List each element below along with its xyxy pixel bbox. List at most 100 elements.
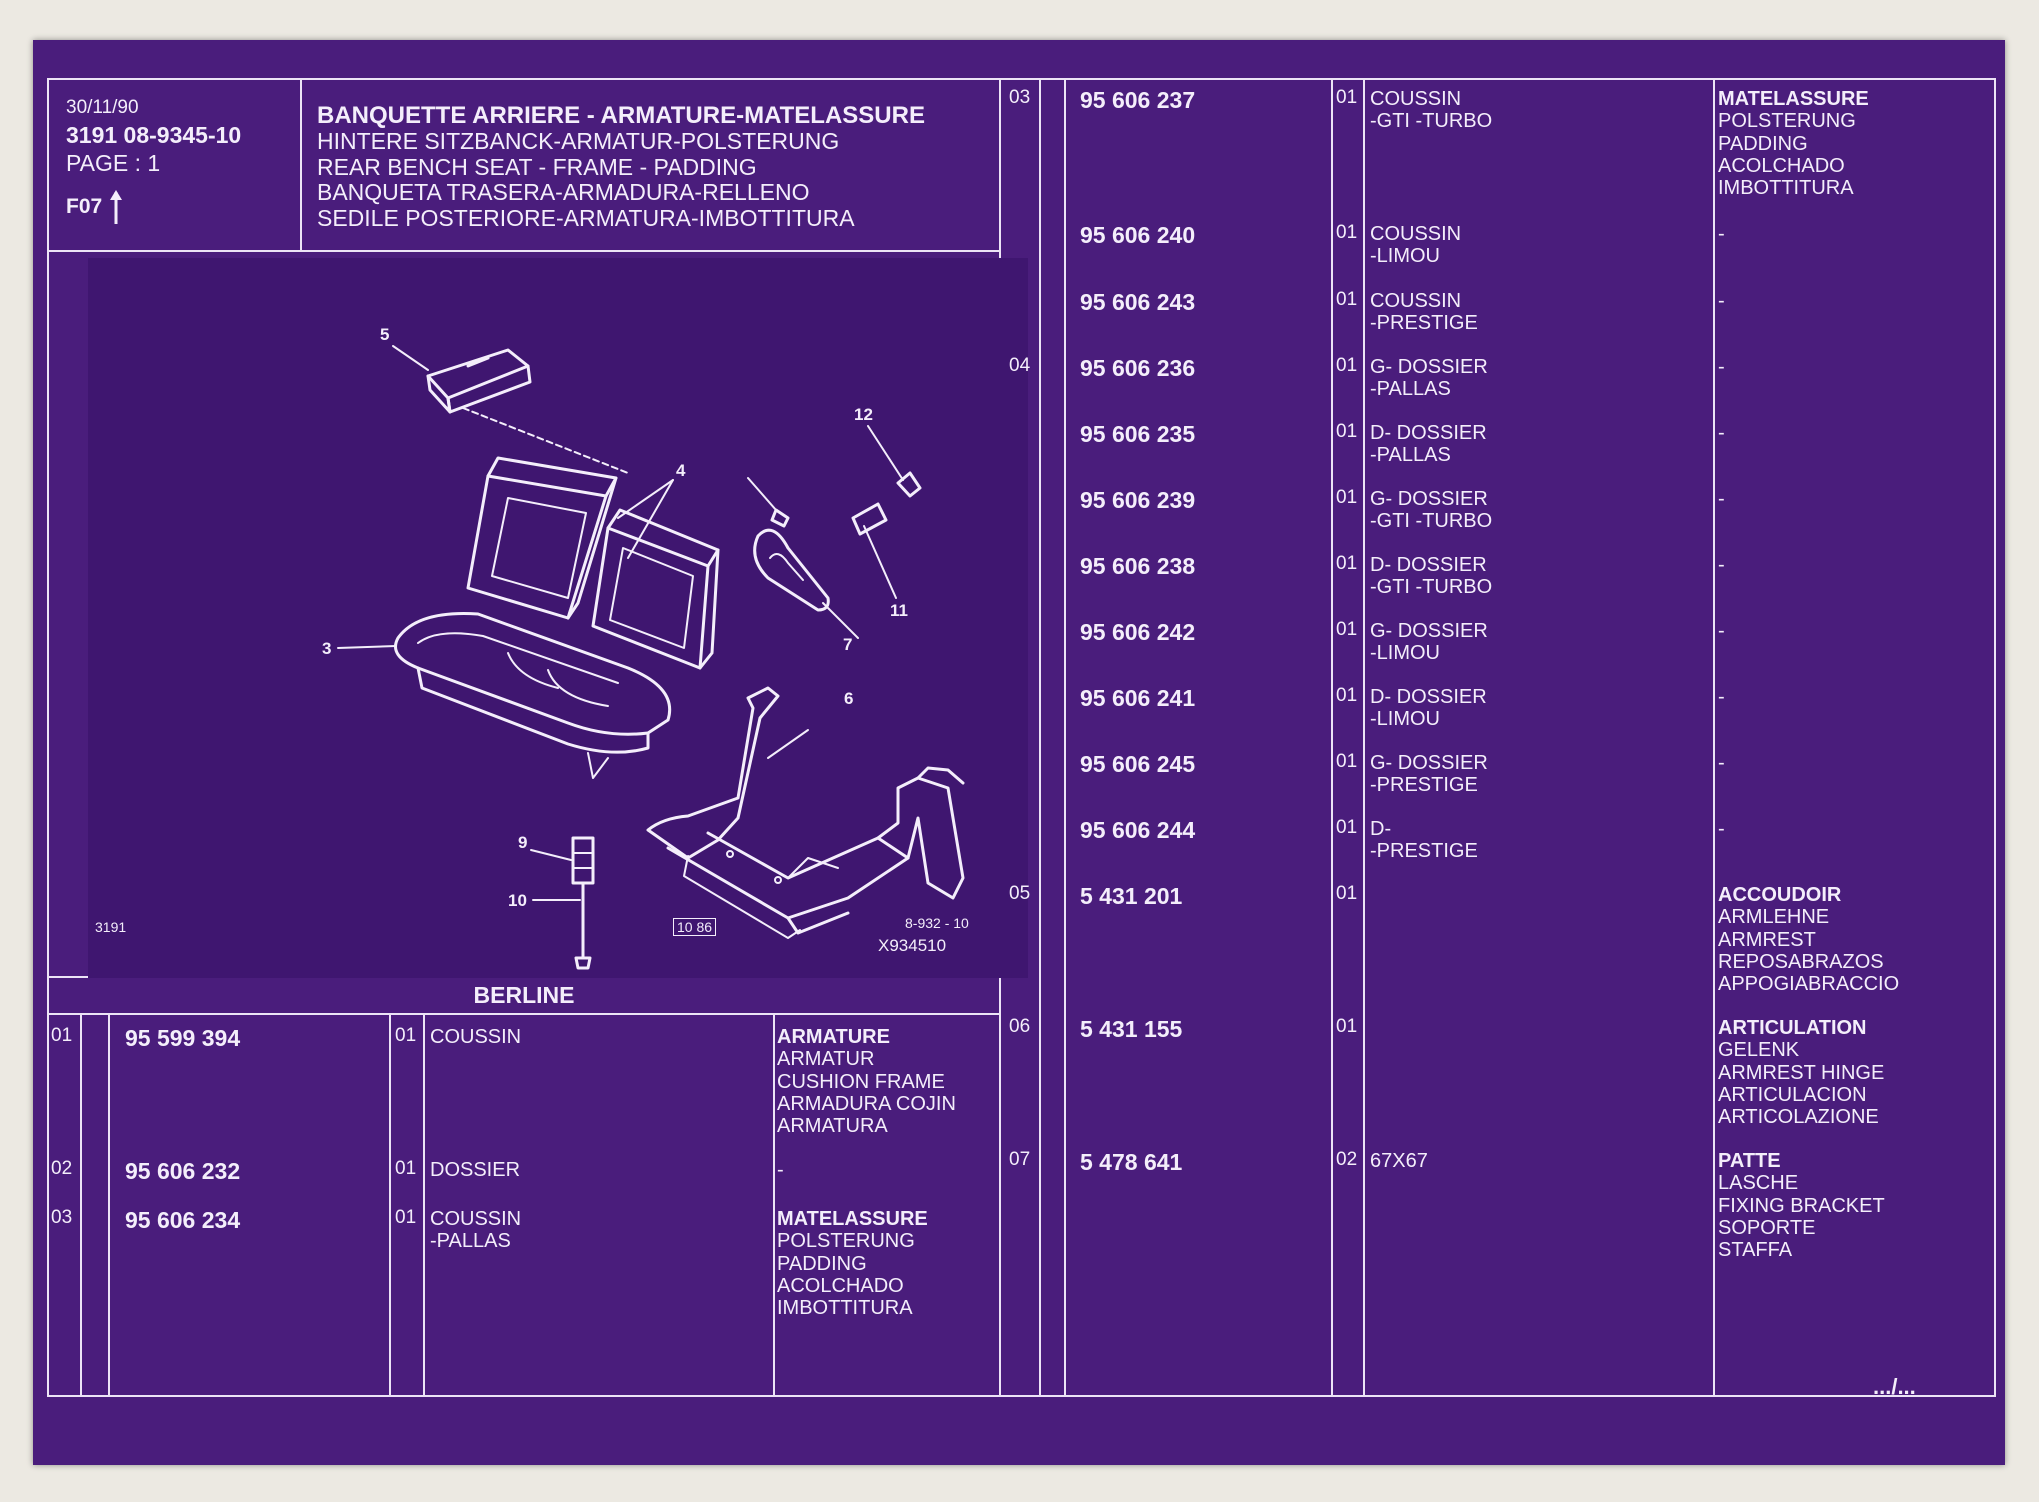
- header-divider: [300, 78, 302, 250]
- description-line: D- DOSSIER: [1370, 422, 1487, 444]
- designation-title: MATELASSURE: [1718, 88, 1869, 110]
- designation-translation: ARTICULACION: [1718, 1083, 1867, 1106]
- designation-translation: -: [777, 1159, 784, 1181]
- description-line: COUSSIN: [430, 1208, 522, 1230]
- row-ref: 01: [51, 1025, 73, 1046]
- designation-translation: -: [1718, 818, 1725, 840]
- designation-translation: -: [1718, 554, 1725, 576]
- frame-bottom: [47, 1395, 1996, 1397]
- callout-11: 11: [890, 601, 908, 620]
- description-line: -LIMOU: [1370, 642, 1440, 665]
- designation-translation: IMBOTTITURA: [777, 1297, 913, 1320]
- right-backrest-part: [591, 508, 720, 670]
- title-en: REAR BENCH SEAT - FRAME - PADDING: [317, 154, 757, 180]
- quantity: 01: [1336, 1016, 1358, 1037]
- page-number: PAGE : 1: [66, 150, 161, 176]
- designation-translation: ARMREST: [1718, 928, 1816, 951]
- col-rule: [1713, 78, 1715, 1397]
- quantity: 01: [1336, 553, 1358, 574]
- designation-translation: SOPORTE: [1718, 1216, 1816, 1239]
- part-number: 95 606 235: [1080, 421, 1196, 447]
- designation-translation: POLSTERUNG: [777, 1230, 915, 1253]
- callout-7: 7: [843, 635, 852, 654]
- callout-12: 12: [854, 405, 873, 424]
- row-ref: 02: [51, 1158, 73, 1179]
- designation-translation: ARMLEHNE: [1718, 906, 1830, 929]
- part-number: 95 606 240: [1080, 222, 1196, 248]
- designation-translation: -: [1718, 488, 1725, 510]
- description-line: D-: [1370, 818, 1392, 840]
- part-number: 5 478 641: [1080, 1149, 1183, 1175]
- description-line: G- DOSSIER: [1370, 356, 1488, 378]
- figure-left-code: 3191: [95, 919, 127, 935]
- figure-date-code: 10 86: [673, 918, 717, 936]
- section-label: BERLINE: [473, 982, 575, 1008]
- designation-translation: -: [1718, 686, 1725, 708]
- designation-translation: STAFFA: [1718, 1239, 1793, 1262]
- col-rule: [1363, 78, 1365, 1397]
- designation-translation: FIXING BRACKET: [1718, 1194, 1885, 1217]
- microfiche-sheet: 30/11/90 3191 08-9345-10 PAGE : 1 F07 BA…: [33, 40, 2005, 1465]
- designation-title: ARTICULATION: [1718, 1017, 1867, 1039]
- left-backrest-part: [466, 456, 618, 620]
- designation-translation: -: [1718, 290, 1725, 312]
- figure-sheet-code: 8-932 - 10: [905, 915, 969, 931]
- part-number: 5 431 155: [1080, 1016, 1183, 1042]
- col-rule: [108, 1013, 110, 1397]
- designation-translation: REPOSABRAZOS: [1718, 950, 1884, 973]
- description-line: D- DOSSIER: [1370, 554, 1487, 576]
- title-de: HINTERE SITZBANCK-ARMATUR-POLSTERUNG: [317, 128, 840, 154]
- designation-translation: IMBOTTITURA: [1718, 177, 1854, 200]
- continued-marker: .../...: [1873, 1374, 1916, 1399]
- panel-divider-b: [1039, 78, 1041, 1397]
- part-number: 95 606 236: [1080, 355, 1196, 381]
- designation-translation: POLSTERUNG: [1718, 110, 1856, 133]
- description-line: DOSSIER: [430, 1159, 521, 1181]
- designation-translation: CUSHION FRAME: [777, 1070, 945, 1093]
- section-rule: [47, 1013, 1001, 1015]
- quantity: 01: [1336, 883, 1358, 904]
- quantity: 01: [1336, 817, 1358, 838]
- designation-translation: ARTICOLAZIONE: [1718, 1106, 1879, 1129]
- description-line: -GTI -TURBO: [1370, 510, 1493, 533]
- row-ref: 07: [1009, 1149, 1031, 1170]
- description-line: -PALLAS: [1370, 444, 1451, 467]
- arrow-up-icon: [110, 190, 122, 224]
- quantity: 02: [1336, 1149, 1358, 1170]
- designation-translation: ACOLCHADO: [777, 1274, 904, 1297]
- description-line: -PRESTIGE: [1370, 840, 1478, 863]
- callout-9: 9: [518, 833, 527, 852]
- description-line: -PRESTIGE: [1370, 774, 1478, 797]
- designation-translation: -: [1718, 223, 1725, 245]
- header-rule: [47, 250, 1001, 252]
- description-line: -GTI -TURBO: [1370, 110, 1493, 133]
- description-line: G- DOSSIER: [1370, 752, 1488, 774]
- exploded-view-drawing: 5 12 4 11 7 3 6 9 10: [88, 258, 1028, 978]
- row-ref: 03: [51, 1207, 73, 1228]
- figure-image-code: X934510: [878, 936, 947, 955]
- row-ref: 06: [1009, 1016, 1031, 1037]
- seat-frame-part: [646, 686, 965, 939]
- part-number: 95 606 242: [1080, 619, 1196, 645]
- part-number: 95 606 239: [1080, 487, 1196, 513]
- part-number: 95 606 234: [125, 1207, 241, 1233]
- row-ref: 03: [1009, 87, 1031, 108]
- col-rule: [423, 1013, 425, 1397]
- doc-date: 30/11/90: [66, 97, 139, 118]
- description-line: G- DOSSIER: [1370, 620, 1488, 642]
- quantity: 01: [1336, 685, 1358, 706]
- description-line: COUSSIN: [1370, 88, 1462, 110]
- description-line: COUSSIN: [1370, 223, 1462, 245]
- description-line: -PRESTIGE: [1370, 312, 1478, 335]
- description-line: -GTI -TURBO: [1370, 576, 1493, 599]
- designation-translation: ACOLCHADO: [1718, 154, 1845, 177]
- frame-top: [47, 78, 1996, 80]
- callout-4: 4: [676, 461, 686, 480]
- designation-translation: PADDING: [777, 1252, 867, 1275]
- row-ref: 04: [1009, 355, 1031, 376]
- section-code: F07: [66, 195, 103, 218]
- title-fr: BANQUETTE ARRIERE - ARMATURE-MATELASSURE: [317, 102, 925, 129]
- designation-translation: LASCHE: [1718, 1172, 1799, 1195]
- designation-translation: APPOGIABRACCIO: [1718, 973, 1900, 996]
- quantity: 01: [1336, 421, 1358, 442]
